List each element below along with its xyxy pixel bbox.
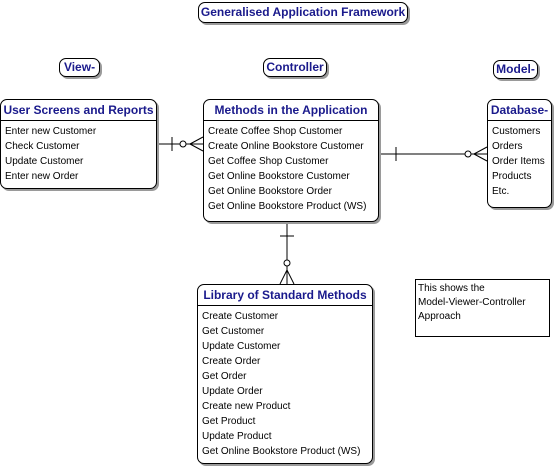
list-item: Etc. — [492, 186, 510, 197]
list-item: Get Coffee Shop Customer — [208, 156, 329, 167]
view-label: View- — [59, 58, 100, 77]
list-item: Update Customer — [202, 341, 281, 352]
library-list: Create Customer Get Customer Update Cust… — [198, 306, 372, 459]
methods-title: Methods in the Application — [204, 100, 378, 121]
list-item: Enter new Customer — [5, 126, 97, 137]
list-item: Get Online Bookstore Order — [208, 186, 332, 197]
user-screens-list: Enter new Customer Check Customer Update… — [1, 121, 156, 184]
list-item: Get Customer — [202, 326, 265, 337]
database-entity: Database- Customers Orders Order Items P… — [487, 99, 552, 208]
mvc-note: This shows the Model-Viewer-Controller A… — [415, 279, 550, 337]
connector-view-controller — [157, 136, 204, 152]
methods-entity: Methods in the Application Create Coffee… — [203, 99, 379, 222]
list-item: Get Order — [202, 371, 247, 382]
library-title: Library of Standard Methods — [198, 285, 372, 306]
note-line: Model-Viewer-Controller — [418, 297, 526, 308]
list-item: Update Order — [202, 386, 263, 397]
list-item: Get Product — [202, 416, 256, 427]
list-item: Create new Product — [202, 401, 291, 412]
list-item: Create Coffee Shop Customer — [208, 126, 343, 137]
list-item: Check Customer — [5, 141, 80, 152]
list-item: Get Online Bookstore Product (WS) — [208, 201, 367, 212]
note-line: Approach — [418, 311, 461, 322]
user-screens-title: User Screens and Reports — [1, 100, 156, 121]
methods-list: Create Coffee Shop Customer Create Onlin… — [204, 121, 378, 214]
diagram-title: Generalised Application Framework — [198, 2, 408, 23]
list-item: Customers — [492, 126, 541, 137]
database-title: Database- — [488, 100, 551, 121]
database-list: Customers Orders Order Items Products Et… — [488, 121, 551, 199]
list-item: Create Customer — [202, 311, 279, 322]
list-item: Orders — [492, 141, 523, 152]
list-item: Get Online Bookstore Product (WS) — [202, 446, 361, 457]
list-item: Update Customer — [5, 156, 84, 167]
list-item: Products — [492, 171, 532, 182]
user-screens-entity: User Screens and Reports Enter new Custo… — [0, 99, 157, 189]
controller-label: Controller — [263, 58, 327, 77]
list-item: Create Online Bookstore Customer — [208, 141, 364, 152]
list-item: Update Product — [202, 431, 272, 442]
connector-controller-model — [379, 146, 488, 162]
list-item: Order Items — [492, 156, 545, 167]
list-item: Create Order — [202, 356, 261, 367]
connector-controller-library — [279, 222, 295, 285]
list-item: Enter new Order — [5, 171, 79, 182]
library-entity: Library of Standard Methods Create Custo… — [197, 284, 373, 464]
list-item: Get Online Bookstore Customer — [208, 171, 350, 182]
model-label: Model- — [493, 60, 538, 79]
note-line: This shows the — [418, 283, 485, 294]
